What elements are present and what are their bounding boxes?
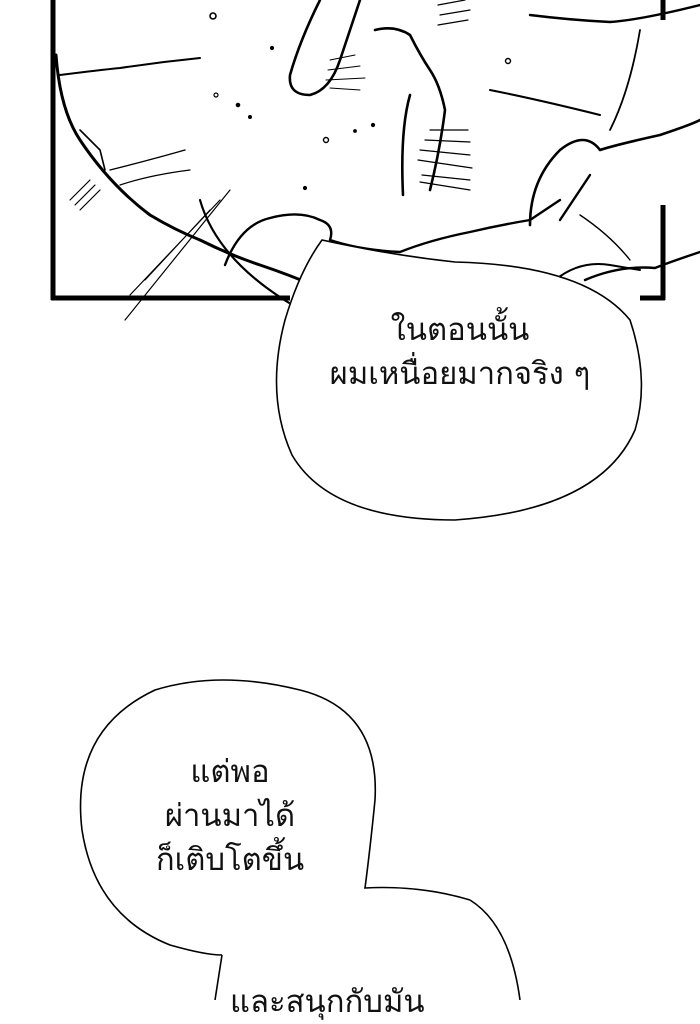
- bubble-2-text: แต่พอ ผ่านมาได้ ก็เติบโตขึ้น: [120, 750, 340, 882]
- speech-bubble-1: [275, 239, 643, 521]
- bubble-1-text: ในตอนนั้น ผมเหนื่อยมากจริง ๆ: [270, 308, 650, 396]
- bubble-1-line-2: ผมเหนื่อยมากจริง ๆ: [329, 356, 591, 392]
- speech-bubble-2: [79, 679, 471, 956]
- bubble-2-line-1: แต่พอ: [190, 754, 270, 790]
- speech-bubble-3: [214, 899, 521, 1000]
- bubble-1-line-1: ในตอนนั้น: [390, 312, 530, 348]
- bubble-3-line-1: และสนุกกับมัน: [230, 984, 425, 1020]
- panel-frame: [50, 0, 666, 301]
- comic-art: [50, 0, 700, 1000]
- bubble-2-line-2: ผ่านมาได้: [164, 798, 296, 834]
- bubble-3-text: และสนุกกับมัน: [230, 980, 490, 1024]
- bubble-2-line-3: ก็เติบโตขึ้น: [155, 842, 305, 878]
